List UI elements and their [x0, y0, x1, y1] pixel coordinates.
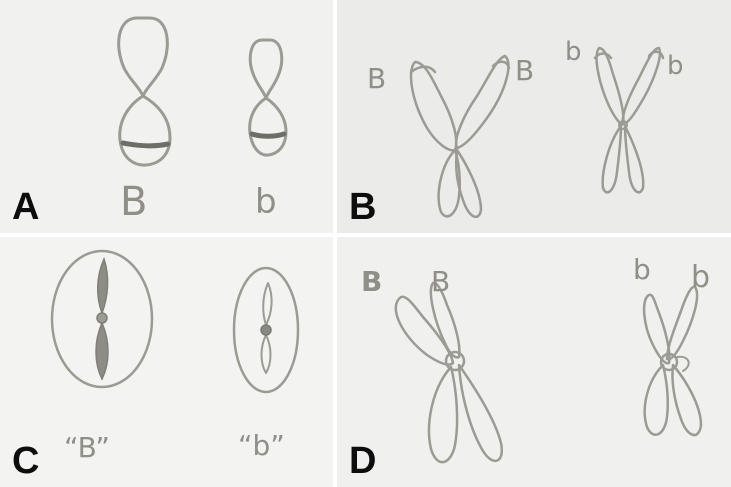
- panel-label: B: [349, 188, 376, 226]
- cell-b-small: [234, 268, 298, 392]
- allele-label: b: [255, 182, 277, 222]
- allele-label: b: [633, 253, 651, 286]
- allele-label: b: [667, 51, 684, 81]
- panel-label: A: [12, 188, 39, 226]
- panel-b-drawing: B B b b: [337, 0, 731, 233]
- panel-c-drawing: “B” “b”: [0, 237, 333, 487]
- allele-label: B: [120, 179, 147, 225]
- allele-label: b: [565, 37, 582, 67]
- cell-b: [52, 251, 152, 387]
- chromosome-a-big: [119, 18, 170, 165]
- allele-label: B: [431, 265, 450, 298]
- panel-a: B b A: [0, 0, 333, 233]
- cell-label: “B”: [64, 431, 110, 464]
- chromosome-b-small: [595, 48, 663, 192]
- panel-label: D: [349, 442, 376, 480]
- allele-label: B: [515, 54, 534, 87]
- panel-a-drawing: B b: [0, 0, 333, 233]
- allele-label: B: [367, 62, 386, 95]
- panel-c: “B” “b” C: [0, 237, 333, 487]
- panel-b: B B b b B: [337, 0, 731, 233]
- panel-label: C: [12, 442, 39, 480]
- chromosome-d-small: [644, 287, 701, 435]
- chromosome-b-big: [411, 56, 509, 217]
- allele-label: b: [691, 260, 710, 295]
- chromosome-a-small: [250, 40, 286, 155]
- panel-d-drawing: B B b b: [337, 237, 731, 487]
- panel-d: B B b b D: [337, 237, 731, 487]
- allele-label: B: [361, 265, 382, 298]
- cell-label: “b”: [238, 429, 285, 462]
- chromosome-d-big: [396, 283, 502, 462]
